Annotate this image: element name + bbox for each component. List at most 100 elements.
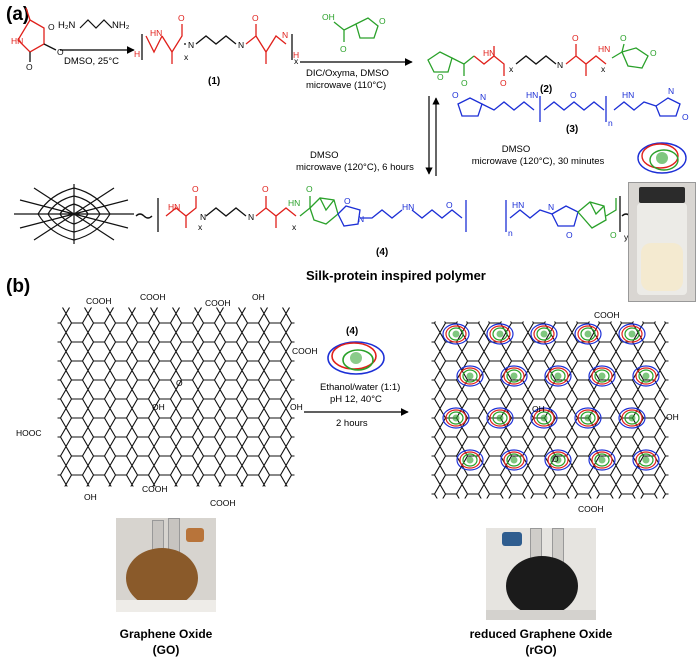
rgo-abbr: (rGO) bbox=[525, 643, 557, 657]
c1-h-left: H bbox=[134, 49, 140, 59]
polymer-cluster bbox=[632, 449, 660, 471]
polymer-cluster bbox=[618, 323, 646, 345]
furan-ring-o: O bbox=[379, 16, 386, 26]
polymer-4-structure bbox=[135, 196, 639, 232]
polymer-cluster bbox=[632, 365, 660, 387]
go-cooh-bottom-2: COOH bbox=[210, 498, 236, 508]
step3-conditions-1: DMSO bbox=[502, 144, 531, 155]
graphene-oxide-sheet bbox=[54, 304, 298, 490]
compound-4-label: (4) bbox=[376, 247, 388, 258]
polymer-cluster bbox=[486, 323, 514, 345]
c3-n1: N bbox=[480, 92, 486, 102]
rgo-o-mid: O bbox=[552, 454, 559, 464]
go-name: Graphene Oxide bbox=[119, 627, 213, 641]
compound-2-label: (2) bbox=[540, 84, 552, 95]
c2-hn-left: HN bbox=[483, 48, 495, 58]
go-abbr: (GO) bbox=[152, 643, 180, 657]
go-o-mid: O bbox=[176, 378, 183, 388]
c4-o1: O bbox=[192, 184, 199, 194]
c1-o2: O bbox=[252, 13, 259, 23]
polymer-cluster bbox=[574, 323, 602, 345]
c4-hn1: HN bbox=[168, 202, 180, 212]
step1-conditions: DMSO, 25°C bbox=[64, 56, 119, 67]
nca-nh-label: HN bbox=[11, 36, 23, 46]
polymer-vial-photo bbox=[628, 182, 696, 302]
c4-o2: O bbox=[262, 184, 269, 194]
panel-label-a: (a) bbox=[6, 4, 29, 25]
c1-n-left: N bbox=[188, 40, 194, 50]
go-cooh-2: COOH bbox=[140, 292, 166, 302]
c4-nh2: HN bbox=[288, 198, 300, 208]
c4-o4: O bbox=[344, 196, 351, 206]
step3-conditions-2: microwave (120°C), 30 minutes bbox=[472, 156, 605, 167]
rgo-cooh-bottom: COOH bbox=[578, 504, 604, 514]
c4-n-index: n bbox=[508, 228, 513, 238]
polymer-cluster bbox=[574, 407, 602, 429]
graphene-oxide-flask-photo bbox=[116, 518, 216, 612]
compound-1-structure bbox=[141, 24, 293, 64]
diamine-chain bbox=[79, 19, 113, 29]
polymer-cluster bbox=[442, 323, 470, 345]
rgo-oh-right: OH bbox=[666, 412, 679, 422]
reagent-4-label: (4) bbox=[346, 326, 358, 337]
c4-x1: x bbox=[198, 222, 203, 232]
c4-n2: N bbox=[248, 212, 254, 222]
compound-1-label: (1) bbox=[208, 76, 220, 87]
rgo-cooh-top: COOH bbox=[594, 310, 620, 320]
c2-o-right: O bbox=[572, 33, 579, 43]
c4-n4: N bbox=[548, 202, 554, 212]
c4-o3: O bbox=[306, 184, 313, 194]
go-oh-mid: OH bbox=[152, 402, 165, 412]
reduction-conditions-3: 2 hours bbox=[336, 418, 368, 429]
go-oh-top: OH bbox=[252, 292, 265, 302]
diamine-left: H₂N bbox=[58, 20, 76, 31]
go-cooh-bottom-1: COOH bbox=[142, 484, 168, 494]
c4-o6: O bbox=[610, 230, 617, 240]
c1-hn-left: HN bbox=[150, 28, 162, 38]
c2-furan-o-left: O bbox=[437, 72, 444, 82]
rgo-cluster-layer bbox=[442, 323, 660, 471]
polymer-cluster bbox=[618, 407, 646, 429]
nca-ring-o-label: O bbox=[48, 22, 55, 32]
furoic-o: O bbox=[340, 44, 347, 54]
c2-co-left: O bbox=[461, 78, 468, 88]
panel-label-b: (b) bbox=[6, 276, 30, 297]
c4-hn3: HN bbox=[402, 202, 414, 212]
c3-hn1: HN bbox=[526, 90, 538, 100]
rgo-caption: reduced Graphene Oxide (rGO) bbox=[456, 626, 626, 658]
reduction-conditions-1: Ethanol/water (1:1) bbox=[320, 382, 400, 393]
spider-web-icon bbox=[14, 184, 134, 244]
c4-n3: N bbox=[358, 214, 364, 224]
furoic-ho: OH bbox=[322, 12, 335, 22]
polymer-cluster bbox=[500, 449, 528, 471]
polymer-cluster bbox=[442, 407, 470, 429]
rgo-name: reduced Graphene Oxide bbox=[469, 627, 613, 641]
diamine-right: NH₂ bbox=[112, 20, 130, 31]
c4-n1: N bbox=[200, 212, 206, 222]
c3-peg-o: O bbox=[570, 90, 577, 100]
c1-n-right: N bbox=[238, 40, 244, 50]
c4-peg-o: O bbox=[446, 200, 453, 210]
c3-o1: O bbox=[452, 90, 459, 100]
c2-o-left: O bbox=[500, 78, 507, 88]
go-cooh-3: COOH bbox=[205, 298, 231, 308]
step2-conditions-2: microwave (110°C) bbox=[306, 80, 386, 91]
polymer-cluster bbox=[486, 407, 514, 429]
c1-o1: O bbox=[178, 13, 185, 23]
furoic-acid-structure bbox=[333, 17, 379, 42]
c4-o5: O bbox=[566, 230, 573, 240]
c3-n2: N bbox=[668, 86, 674, 96]
c4-y-index: y bbox=[624, 232, 629, 242]
c1-n-end: N bbox=[282, 30, 288, 40]
polymer-cluster bbox=[500, 365, 528, 387]
polymer-cluster bbox=[544, 365, 572, 387]
c1-h-right: H bbox=[293, 50, 299, 60]
alanine-nca-structure bbox=[17, 7, 57, 62]
reduced-graphene-oxide-flask-photo bbox=[486, 528, 596, 620]
go-oh-bottom: OH bbox=[84, 492, 97, 502]
c4-x2: x bbox=[292, 222, 297, 232]
c1-x-right: x bbox=[294, 56, 299, 66]
polymer-cluster bbox=[530, 407, 558, 429]
